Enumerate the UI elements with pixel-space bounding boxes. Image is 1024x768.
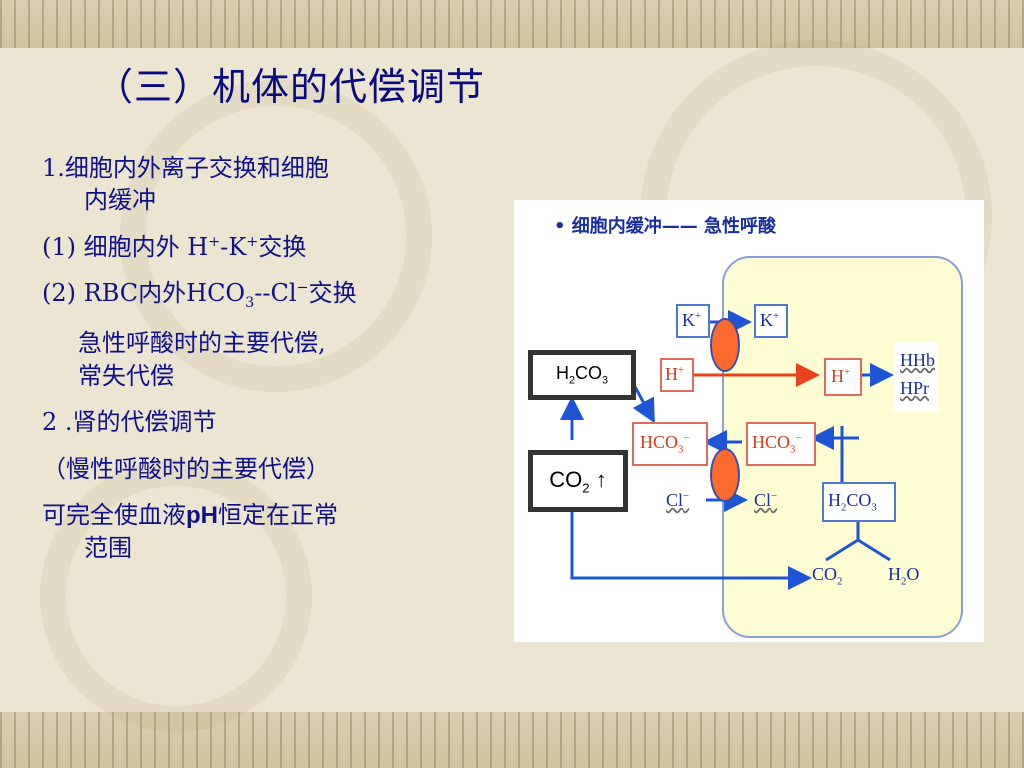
diagram-title: • 细胞内缓冲—— 急性呼酸 (554, 216, 777, 237)
arrow-h-hco3 (632, 384, 655, 424)
ion-channel-bottom (710, 448, 740, 502)
cl-ion-left: Cl− (666, 490, 690, 510)
item-1a: (1) 细胞内外 H+-K+交换 (42, 232, 307, 261)
h-ion-inside-box: H+ (824, 358, 862, 396)
co2-inside-label: CO2 (812, 564, 843, 588)
ion-channel-top (710, 318, 740, 372)
h2o-label: H2O (888, 564, 920, 588)
buffer-labels: HHb HPr (894, 342, 938, 412)
hco3-outside-box: HCO3− (632, 422, 708, 466)
item-1: 1.细胞内外离子交换和细胞 内缓冲 (42, 154, 329, 215)
h2co3-outside-box: H2CO3 (528, 350, 636, 400)
arrow-co2-in (570, 500, 812, 590)
diagram-arrows (560, 310, 894, 590)
h2co3-inside-box: H2CO3 (822, 482, 896, 522)
item-1b-note: 急性呼酸时的主要代偿, 常失代偿 (78, 329, 326, 390)
item-2-note: （慢性呼酸时的主要代偿） (42, 454, 330, 483)
item-2: 2 .肾的代偿调节 (42, 408, 217, 437)
item-3: 可完全使血液pH恒定在正常 范围 (42, 500, 338, 563)
slide-title: （三）机体的代偿调节 (95, 65, 486, 109)
hco3-inside-box: HCO3− (746, 422, 816, 466)
buffer-diagram: • 细胞内缓冲—— 急性呼酸 K+ K+ H2CO3 H+ H+ HHb HPr… (514, 200, 984, 642)
k-ion-right-box: K+ (754, 304, 788, 338)
co2-outside-box: CO2 ↑ (528, 450, 628, 512)
h-ion-outside-box: H+ (660, 358, 694, 392)
decorative-border-top (0, 0, 1024, 48)
cl-ion-right: Cl− (754, 490, 778, 510)
item-1b: (2) RBC内外HCO3--Cl−交换 (42, 279, 357, 311)
k-ion-left-box: K+ (676, 304, 710, 338)
slide-body: 1.细胞内外离子交换和细胞 内缓冲 (1) 细胞内外 H+-K+交换 (2) R… (42, 152, 502, 579)
